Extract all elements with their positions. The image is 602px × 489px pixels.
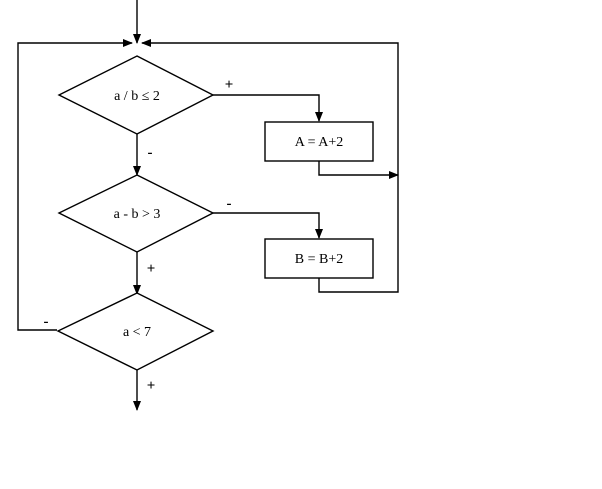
decision-node-2 (57, 174, 215, 253)
cond3-yes-label: + (147, 378, 156, 394)
decision-node-1-label: a / b ≤ 2 (114, 89, 160, 104)
loop-back-arrow (17, 39, 133, 331)
decision-node-3-label: a < 7 (123, 325, 151, 340)
return-arrow (141, 39, 399, 175)
cond2-yes-label: + (147, 261, 156, 277)
cond2-no-arrow (213, 212, 323, 239)
process-node-a (264, 121, 374, 162)
cond3-no-label: - (44, 314, 49, 330)
box-a-exit-arrow (318, 161, 399, 179)
cond1-yes-arrow (213, 94, 323, 122)
box-b-exit-line (318, 175, 399, 293)
decision-node-1 (57, 55, 215, 135)
process-node-b (264, 238, 374, 279)
decision-node-3 (56, 292, 215, 371)
decision-node-2-label: a - b > 3 (114, 207, 161, 222)
cond2-no-label: - (227, 196, 232, 212)
process-node-b-label: B = B+2 (295, 252, 343, 267)
process-node-a-label: A = A+2 (295, 135, 343, 150)
cond1-no-label: - (148, 145, 153, 161)
cond1-yes-label: + (225, 77, 234, 93)
